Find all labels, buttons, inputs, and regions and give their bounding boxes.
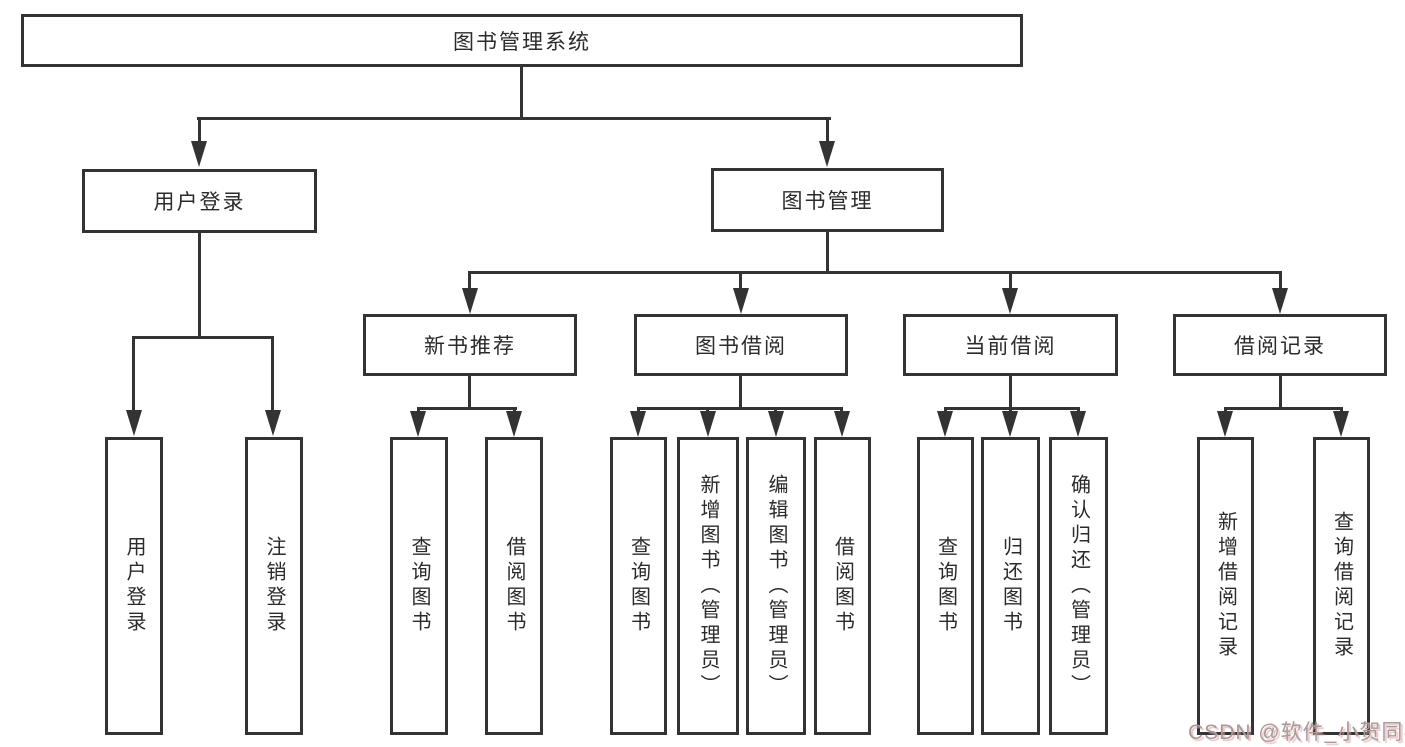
connector-line	[637, 407, 843, 410]
connector-line	[513, 407, 516, 413]
leaf-borrow-books: 借阅图书	[814, 437, 871, 735]
arrow-down-icon	[819, 141, 835, 167]
connector-line	[132, 336, 135, 411]
connector-line	[1279, 376, 1282, 407]
node-new-book-recommend: 新书推荐	[363, 314, 577, 376]
arrow-down-icon	[630, 411, 646, 437]
leaf-query-borrow-record: 查询借阅记录	[1313, 437, 1370, 735]
arrow-down-icon	[506, 411, 522, 437]
connector-line	[739, 376, 742, 407]
arrow-down-icon	[937, 411, 953, 437]
connector-line	[1224, 407, 1343, 410]
connector-line	[520, 67, 523, 117]
connector-line	[271, 336, 274, 411]
leaf-edit-books-admin: 编辑图书（管理员）	[746, 437, 806, 735]
arrow-down-icon	[733, 288, 749, 314]
arrow-down-icon	[1333, 411, 1349, 437]
arrow-down-icon	[700, 411, 716, 437]
connector-line	[1340, 407, 1343, 413]
leaf-current-query-books: 查询图书	[917, 437, 974, 735]
connector-line	[1009, 271, 1012, 291]
arrow-down-icon	[834, 411, 850, 437]
connector-line	[1224, 407, 1227, 413]
connector-line	[739, 271, 742, 291]
connector-line	[944, 407, 1080, 410]
arrow-down-icon	[1272, 288, 1288, 314]
arrow-down-icon	[126, 410, 142, 436]
connector-line	[1009, 376, 1012, 407]
connector-line	[468, 376, 471, 407]
arrow-down-icon	[462, 288, 478, 314]
leaf-add-borrow-record: 新增借阅记录	[1197, 437, 1254, 735]
leaf-user-login: 用户登录	[105, 437, 163, 735]
node-book-borrow: 图书借阅	[634, 314, 848, 376]
connector-line	[132, 336, 274, 339]
connector-line	[468, 271, 471, 291]
arrow-down-icon	[1002, 411, 1018, 437]
connector-line	[417, 407, 420, 413]
connector-line	[1077, 407, 1080, 413]
leaf-borrow-query-books: 查询图书	[610, 437, 667, 735]
arrow-down-icon	[191, 141, 207, 167]
watermark: CSDN @软件_小贺同学	[1188, 721, 1405, 744]
node-current-borrow: 当前借阅	[903, 314, 1118, 376]
node-book-management: 图书管理	[711, 168, 944, 232]
connector-line	[198, 233, 201, 336]
arrow-down-icon	[768, 411, 784, 437]
leaf-recommend-query-books: 查询图书	[390, 437, 448, 735]
arrow-down-icon	[1070, 411, 1086, 437]
connector-line	[198, 117, 201, 144]
connector-line	[1279, 271, 1282, 291]
connector-line	[826, 232, 829, 271]
node-borrow-records: 借阅记录	[1173, 314, 1387, 376]
leaf-add-books-admin: 新增图书（管理员）	[677, 437, 739, 735]
node-root: 图书管理系统	[21, 14, 1023, 67]
leaf-logout: 注销登录	[245, 437, 303, 735]
leaf-recommend-borrow-books: 借阅图书	[485, 437, 543, 735]
leaf-return-books: 归还图书	[981, 437, 1040, 735]
connector-line	[1009, 407, 1012, 413]
connector-line	[706, 407, 709, 413]
connector-line	[774, 407, 777, 413]
connector-line	[840, 407, 843, 413]
connector-line	[468, 271, 1282, 274]
connector-line	[197, 117, 831, 120]
leaf-confirm-return-admin: 确认归还（管理员）	[1049, 437, 1108, 735]
arrow-down-icon	[1217, 411, 1233, 437]
connector-line	[637, 407, 640, 413]
connector-line	[417, 407, 517, 410]
arrow-down-icon	[1002, 288, 1018, 314]
connector-line	[944, 407, 947, 413]
arrow-down-icon	[410, 411, 426, 437]
node-user-login: 用户登录	[82, 169, 317, 233]
connector-line	[826, 117, 829, 144]
arrow-down-icon	[265, 410, 281, 436]
